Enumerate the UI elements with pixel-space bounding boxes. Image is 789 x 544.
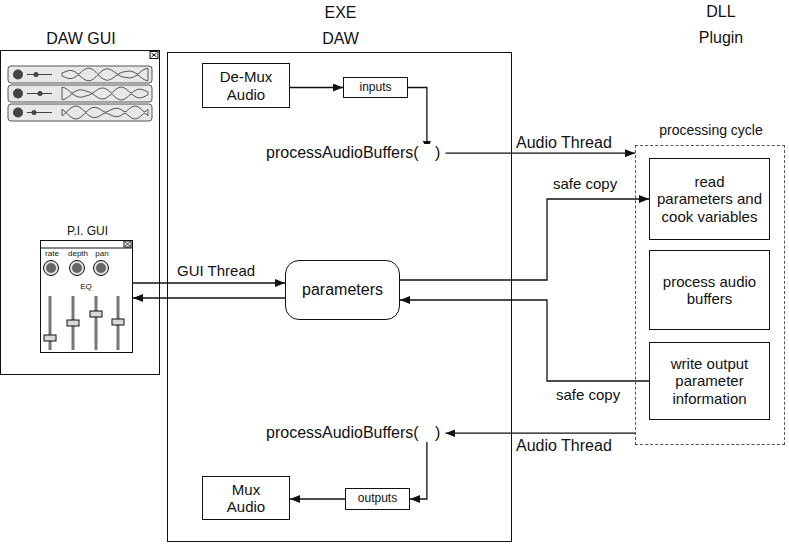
connector-label: safe copy bbox=[552, 175, 618, 192]
track-fader bbox=[27, 75, 52, 113]
plugin-window-art bbox=[40, 241, 133, 350]
heading-label: depth bbox=[65, 249, 91, 258]
process-box: write output parameter information bbox=[649, 342, 770, 420]
box-label: read parameters and cook variables bbox=[656, 173, 763, 225]
heading-label: P.I. GUI bbox=[29, 225, 146, 239]
column-heading: Plugin bbox=[690, 29, 752, 47]
heading-label: pan bbox=[90, 249, 114, 258]
signal-arrow bbox=[408, 88, 427, 152]
track-button bbox=[13, 89, 23, 99]
waveform bbox=[62, 106, 148, 119]
slider-handle bbox=[112, 319, 124, 325]
signal-arrow bbox=[410, 437, 427, 499]
knob-cap bbox=[72, 263, 82, 273]
box-label: parameters bbox=[302, 281, 383, 299]
function-call: processAudioBuffers( ) bbox=[265, 144, 441, 162]
processing-cycle-region: read parameters and cook variables proces… bbox=[635, 145, 785, 445]
daw-gui-window: P.I. GUIratedepthpanEQDAW GUI bbox=[0, 50, 160, 375]
plugin-gui-window: P.I. GUIratedepthpanEQ bbox=[40, 240, 133, 353]
heading-label: DAW bbox=[168, 30, 513, 48]
knob bbox=[94, 261, 109, 276]
column-heading: DLL bbox=[690, 3, 752, 21]
waveform bbox=[62, 68, 148, 81]
connector-label: safe copy bbox=[555, 386, 621, 403]
process-box: Mux Audio bbox=[202, 476, 290, 520]
slider-handle bbox=[90, 311, 102, 317]
buffer-box: inputs bbox=[343, 77, 408, 98]
box-label: outputs bbox=[358, 492, 397, 506]
box-label: write output parameter information bbox=[656, 355, 763, 407]
process-box: read parameters and cook variables bbox=[649, 158, 770, 240]
slider-track bbox=[50, 296, 118, 350]
box-label: De-Mux Audio bbox=[217, 68, 275, 103]
daw-gui-close-box bbox=[150, 52, 158, 59]
buffer-box: outputs bbox=[345, 488, 410, 510]
close-box bbox=[124, 241, 131, 247]
title-bar-line bbox=[40, 248, 133, 249]
process-box: De-Mux Audio bbox=[202, 63, 290, 108]
heading-label: EQ bbox=[74, 282, 98, 291]
connector-arrow bbox=[133, 282, 285, 283]
heading-label: EXE bbox=[168, 4, 513, 22]
audio-thread-arrow bbox=[445, 433, 635, 434]
close-box bbox=[150, 52, 158, 59]
daw-exe-box: De-Mux Audio inputs parameters outputs Mux A… bbox=[167, 52, 512, 542]
fader-knob bbox=[38, 91, 43, 96]
knob bbox=[70, 261, 85, 276]
connector-arrow bbox=[133, 297, 285, 298]
function-call: processAudioBuffers( ) bbox=[265, 424, 441, 442]
heading-label: rate bbox=[41, 249, 63, 258]
waveform bbox=[62, 87, 148, 100]
heading-label: DAW GUI bbox=[1, 30, 161, 48]
connector-label: GUI Thread bbox=[176, 262, 256, 279]
heading-label: processing cycle bbox=[636, 122, 786, 138]
parameters-box: parameters bbox=[285, 260, 400, 320]
close-cross bbox=[152, 53, 157, 57]
connector-arrow bbox=[400, 300, 649, 381]
connector-arrow bbox=[400, 199, 649, 280]
track-button bbox=[13, 70, 23, 80]
box-label: inputs bbox=[359, 81, 391, 95]
knob-cap bbox=[96, 263, 106, 273]
process-box: process audio buffers bbox=[649, 250, 770, 330]
fader-knob bbox=[34, 72, 39, 77]
thread-label: Audio Thread bbox=[515, 437, 613, 455]
knob-cap bbox=[46, 263, 56, 273]
slider-handle bbox=[44, 335, 56, 341]
close-cross bbox=[125, 242, 130, 246]
fader-knob bbox=[32, 110, 37, 115]
audio-thread-arrow bbox=[445, 153, 635, 154]
knob bbox=[44, 261, 59, 276]
track-strips bbox=[8, 66, 152, 121]
connector-arrow bbox=[290, 87, 343, 88]
box-label: Mux Audio bbox=[217, 481, 275, 516]
slider-handle bbox=[67, 320, 79, 326]
box-label: process audio buffers bbox=[656, 273, 763, 308]
connector-arrow bbox=[290, 498, 345, 499]
thread-label: Audio Thread bbox=[515, 134, 613, 152]
track-button bbox=[13, 108, 23, 118]
